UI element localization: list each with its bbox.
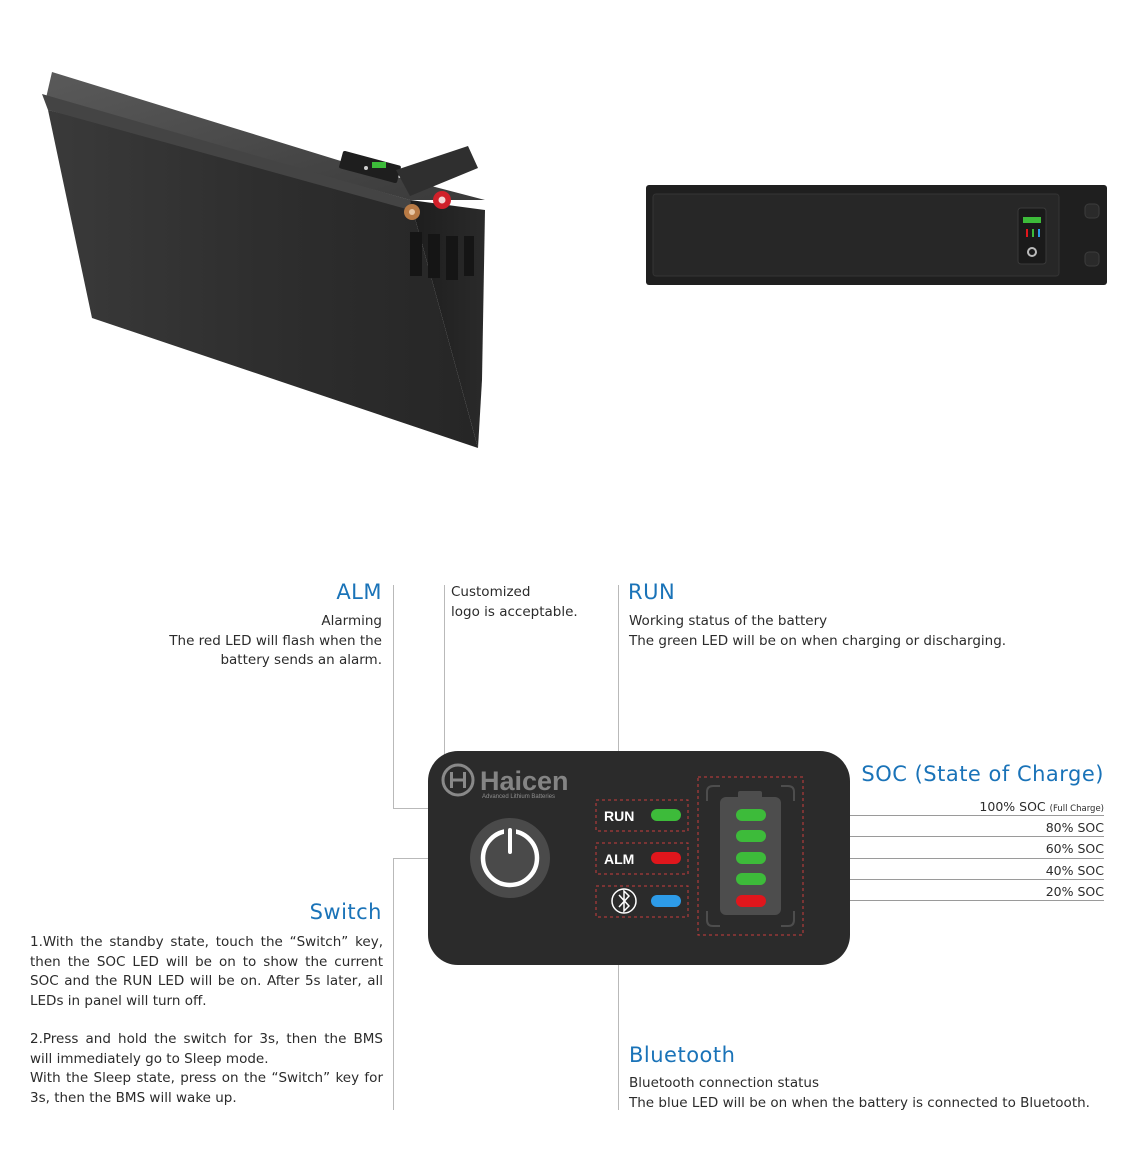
- switch-paragraph-3: With the Sleep state, press on the “Swit…: [30, 1070, 383, 1106]
- bluetooth-leader: [618, 912, 619, 1110]
- led-panel: Haicen Advanced Lithium Batteries RUN AL…: [428, 751, 850, 965]
- alm-indicator-frame: [595, 842, 689, 875]
- bluetooth-led: [651, 895, 681, 907]
- soc-led-100: [736, 809, 766, 821]
- soc-led-20: [736, 895, 766, 907]
- haicen-logo: [441, 763, 475, 797]
- battery-product-render: [42, 72, 485, 448]
- alm-line-3: battery sends an alarm.: [220, 652, 382, 668]
- run-title: RUN: [628, 580, 676, 604]
- soc-level-100-note: (Full Charge): [1049, 804, 1104, 814]
- alm-line-2: The red LED will flash when the: [169, 632, 382, 649]
- soc-led-80: [736, 830, 766, 842]
- logo-note: Customized logo is acceptable.: [451, 583, 578, 622]
- soc-rule-100: [754, 815, 1104, 816]
- soc-gauge-bracket-bl: [706, 911, 720, 927]
- soc-rule-80: [754, 836, 1104, 837]
- switch-title: Switch: [309, 900, 382, 924]
- haicen-brand-tagline: Advanced Lithium Batteries: [482, 794, 555, 800]
- run-panel-label: RUN: [604, 808, 634, 824]
- soc-title: SOC (State of Charge): [861, 762, 1104, 786]
- soc-led-40: [736, 873, 766, 885]
- switch-description: 1.With the standby state, touch the “Swi…: [30, 933, 383, 1108]
- bluetooth-indicator-frame: [595, 885, 689, 918]
- soc-level-80: 80% SOC: [1045, 820, 1104, 835]
- soc-level-100: 100% SOC (Full Charge): [979, 799, 1104, 814]
- run-led: [651, 809, 681, 821]
- bluetooth-title: Bluetooth: [629, 1043, 736, 1067]
- bluetooth-description: Bluetooth connection status The blue LED…: [629, 1074, 1090, 1113]
- soc-rule-20: [754, 900, 1104, 901]
- logo-note-line-2: logo is acceptable.: [451, 603, 578, 620]
- run-indicator-frame: [595, 799, 689, 832]
- logo-note-line-1: Customized: [451, 584, 531, 600]
- soc-level-20: 20% SOC: [1045, 884, 1104, 899]
- alm-title: ALM: [336, 580, 382, 604]
- run-description: Working status of the battery The green …: [629, 612, 1006, 651]
- logo-leader: [444, 585, 445, 775]
- alm-line-1: Alarming: [321, 613, 382, 629]
- bluetooth-line-1: Bluetooth connection status: [629, 1075, 819, 1091]
- soc-rule-60: [754, 858, 1104, 859]
- soc-level-100-label: 100% SOC: [979, 799, 1046, 814]
- alm-led: [651, 852, 681, 864]
- alm-panel-label: ALM: [604, 851, 634, 867]
- soc-gauge-bracket-tl: [706, 785, 720, 801]
- soc-gauge-bracket-tr: [781, 785, 795, 801]
- power-switch-button[interactable]: [470, 818, 550, 898]
- soc-gauge-frame: [697, 776, 804, 936]
- soc-rule-40: [754, 879, 1104, 880]
- battery-top-view: [646, 185, 1107, 285]
- alm-description: Alarming The red LED will flash when the…: [82, 612, 382, 671]
- alm-leader-vertical: [393, 585, 394, 809]
- run-line-1: Working status of the battery: [629, 613, 828, 629]
- soc-level-60: 60% SOC: [1045, 841, 1104, 856]
- haicen-brand-name: Haicen: [480, 766, 569, 796]
- soc-led-60: [736, 852, 766, 864]
- run-leader: [618, 585, 619, 803]
- bluetooth-icon: [611, 888, 637, 914]
- bluetooth-line-2: The blue LED will be on when the battery…: [629, 1094, 1090, 1111]
- soc-gauge-bracket-br: [781, 911, 795, 927]
- run-line-2: The green LED will be on when charging o…: [629, 632, 1007, 649]
- switch-leader-vertical: [393, 858, 394, 1110]
- switch-paragraph-2: 2.Press and hold the switch for 3s, then…: [30, 1031, 383, 1067]
- switch-paragraph-1: 1.With the standby state, touch the “Swi…: [30, 934, 383, 1009]
- soc-level-40: 40% SOC: [1045, 863, 1104, 878]
